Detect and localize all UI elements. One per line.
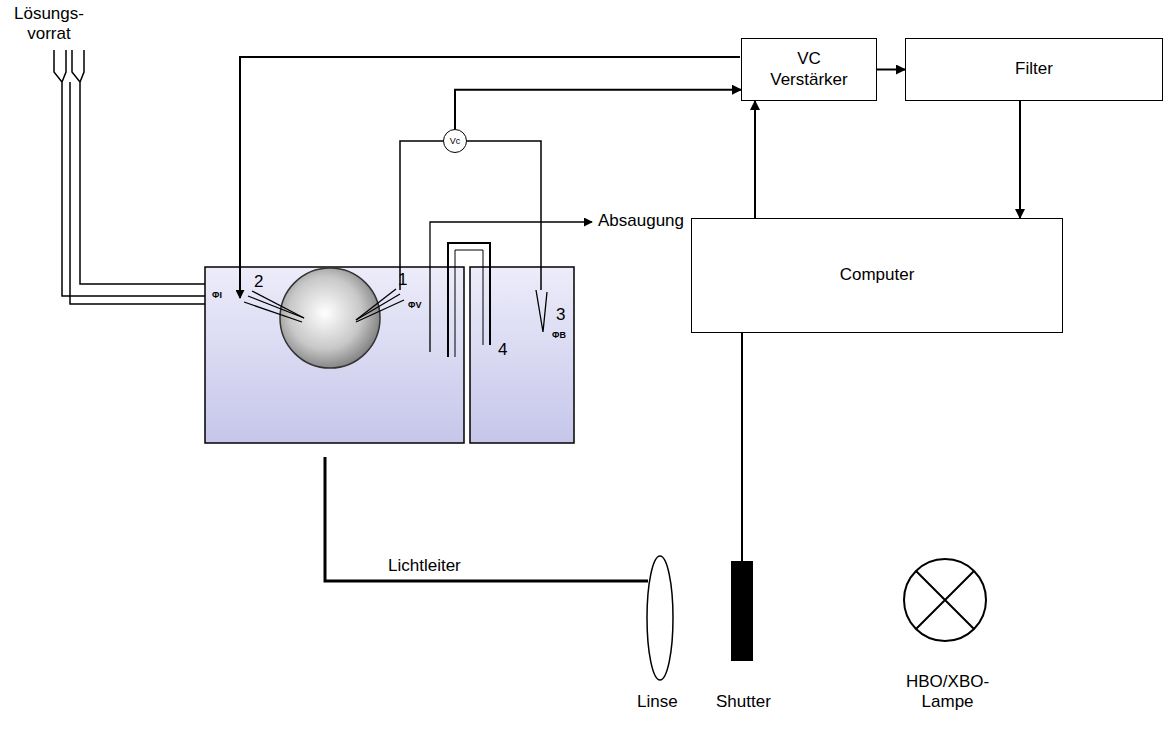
- light-guide: [325, 457, 648, 581]
- suction-tube: [430, 222, 592, 352]
- agar-bridge: [448, 243, 490, 357]
- wire: [467, 141, 541, 290]
- wire: [400, 141, 443, 290]
- part-label: Shutter: [716, 692, 771, 712]
- part-label: 1: [398, 270, 407, 290]
- supply-tubes: [54, 50, 205, 304]
- potential-symbol: ΦI: [212, 290, 222, 301]
- part-label: Linse: [637, 692, 678, 712]
- part-label: HBO/XBO- Lampe: [906, 672, 989, 713]
- wire: [741, 333, 743, 561]
- potential-symbol: ΦB: [552, 330, 566, 341]
- node-text: Filter: [1015, 59, 1053, 79]
- voltmeter-symbol: Vc: [443, 129, 467, 153]
- signal-arrow: [754, 101, 756, 218]
- part-label: Lösungs- vorrat: [14, 4, 84, 45]
- signal-arrow: [1019, 101, 1021, 218]
- process-box: Filter: [905, 38, 1163, 101]
- part-label: Lichtleiter: [388, 556, 461, 576]
- signal-arrow: [455, 90, 741, 129]
- lens: [647, 556, 673, 680]
- bath-chamber: [205, 267, 464, 443]
- electrode: [244, 291, 304, 322]
- reference-chamber: [470, 267, 574, 443]
- node-text: Vc: [450, 136, 461, 147]
- node-text: VC Verstärker: [770, 49, 847, 90]
- potential-symbol: ΦV: [408, 300, 421, 311]
- electrode: [356, 289, 404, 322]
- part-label: 3: [556, 305, 565, 325]
- process-box: VC Verstärker: [741, 38, 877, 101]
- agar-bridge: [455, 250, 483, 357]
- part-label: Absaugung: [598, 211, 684, 231]
- lamp-symbol: [904, 559, 986, 641]
- electrode: [536, 290, 547, 332]
- node-text: Computer: [840, 265, 915, 285]
- process-box: Computer: [691, 218, 1063, 333]
- part-label: 2: [254, 272, 263, 292]
- shutter: [731, 561, 753, 661]
- signal-arrow: [877, 69, 905, 71]
- part-label: 4: [498, 340, 507, 360]
